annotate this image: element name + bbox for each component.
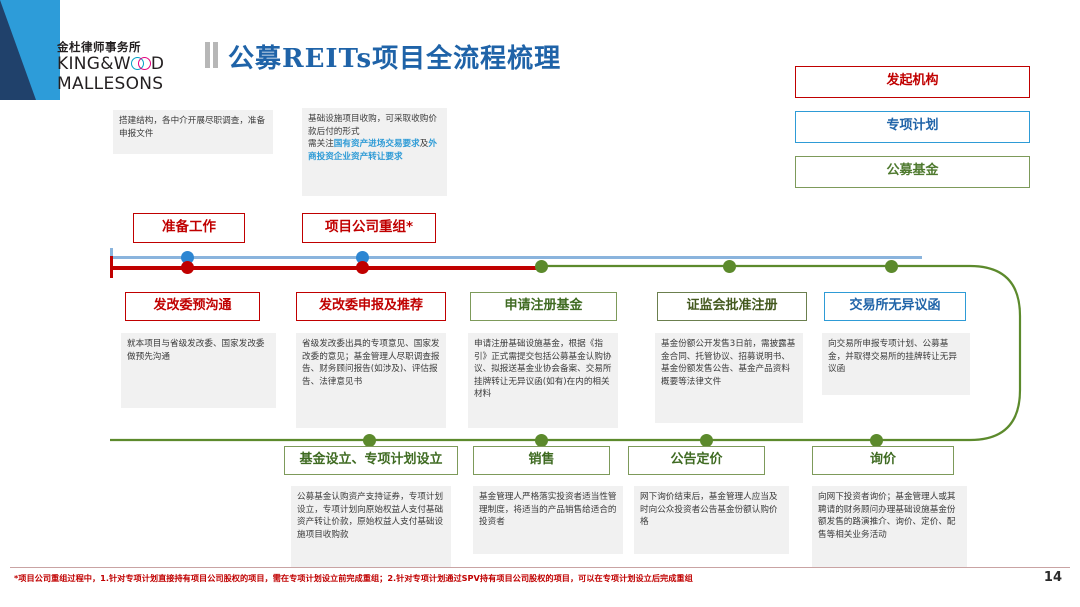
timeline-green-path	[110, 264, 1022, 442]
top-note-line1: 基础设施项目收购，可采取收购价款后付的形式	[308, 114, 437, 137]
top-note-highlight-1: 国有资产进场交易要	[333, 139, 412, 149]
bottom-stage-fund-and-plan-establishment[interactable]: 基金设立、专项计划设立	[284, 446, 458, 475]
bottom-stage-desc-price-announcement: 网下询价结束后，基金管理人应当及时向公众投资者公告基金份额认购价格	[634, 486, 789, 554]
bottom-stage-desc-fund-and-plan-establishment: 公募基金认购资产支持证券，专项计划设立，专项计划向原始权益人支付基础资产转让价款…	[291, 486, 451, 568]
timeline-dot-green-7	[870, 434, 883, 447]
stage-desc-ndrc-filing-recommendation: 省级发改委出具的专项意见、国家发改委的意见；基金管理人尽职调查报告、财务顾问报告…	[296, 333, 446, 428]
milestone-project-restructuring[interactable]: 项目公司重组*	[302, 213, 436, 243]
brand-oo-mark	[130, 54, 151, 74]
stage-csrc-approval[interactable]: 证监会批准注册	[657, 292, 807, 321]
timeline-dot-blue-1	[181, 251, 194, 264]
top-note-highlight-2: 外商投资企业资产转让要求	[308, 139, 437, 162]
timeline-red-start-cap	[110, 256, 113, 278]
timeline-dot-green-2	[723, 260, 736, 273]
stage-ndrc-pre-communication[interactable]: 发改委预沟通	[125, 292, 260, 321]
brand-name-en-line2: MALLESONS	[57, 74, 164, 94]
top-note-line2-mid: 及	[419, 139, 429, 149]
timeline-dot-green-4	[363, 434, 376, 447]
brand-name-en-line1: KING&W D	[57, 54, 187, 74]
timeline-dot-green-6	[700, 434, 713, 447]
timeline-dot-blue-2	[356, 251, 369, 264]
legend-item-abs-plan[interactable]: 专项计划	[795, 111, 1030, 143]
timeline-dot-green-5	[535, 434, 548, 447]
brand-logo: 金杜律师事务所 KING&W D MALLESONS	[57, 40, 187, 94]
top-note-preparation: 搭建结构，各中介开展尽职调查，准备申报文件	[113, 110, 273, 154]
stage-desc-ndrc-pre-communication: 就本项目与省级发改委、国家发改委做预先沟通	[121, 333, 276, 408]
footer-divider	[10, 567, 1070, 569]
corner-decoration	[0, 0, 60, 100]
footnote: *项目公司重组过程中，1.针对专项计划直接持有项目公司股权的项目，需在专项计划设…	[14, 573, 693, 583]
bottom-stage-bookbuilding[interactable]: 询价	[812, 446, 954, 475]
top-note-line2-pre: 需关注	[308, 139, 334, 149]
stage-exchange-no-objection-letter[interactable]: 交易所无异议函	[824, 292, 966, 321]
top-note-highlight-1b: 求	[411, 139, 420, 149]
page-number: 14	[1043, 570, 1062, 585]
stage-fund-registration-application[interactable]: 申请注册基金	[470, 292, 617, 321]
legend-item-public-fund[interactable]: 公募基金	[795, 156, 1030, 188]
milestone-preparation[interactable]: 准备工作	[133, 213, 245, 243]
timeline-dot-red-1	[181, 261, 194, 274]
brand-name-cn: 金杜律师事务所	[57, 40, 141, 54]
brand-en-tail: D	[150, 54, 165, 74]
stage-desc-fund-registration-application: 申请注册基础设施基金，根据《指引》正式需提交包括公募基金认购协议、拟报送基金业协…	[468, 333, 618, 428]
bottom-stage-sales[interactable]: 销售	[473, 446, 610, 475]
stage-desc-csrc-approval: 基金份额公开发售3日前，需披露基金合同、托管协议、招募说明书、基金份额发售公告、…	[655, 333, 803, 423]
bottom-stage-price-announcement[interactable]: 公告定价	[628, 446, 765, 475]
top-note-acquisition: 基础设施项目收购，可采取收购价款后付的形式 需关注国有资产进场交易要求及外商投资…	[302, 108, 447, 196]
timeline-dot-green-3	[885, 260, 898, 273]
bottom-stage-desc-bookbuilding: 向网下投资者询价；基金管理人或其聘请的财务顾问办理基础设施基金份额发售的路演推介…	[812, 486, 967, 568]
title-accent-bars	[205, 42, 218, 68]
timeline-line-red	[112, 266, 542, 270]
legend-item-sponsor[interactable]: 发起机构	[795, 66, 1030, 98]
legend: 发起机构 专项计划 公募基金	[795, 66, 1030, 201]
stage-desc-exchange-no-objection-letter: 向交易所申报专项计划、公募基金，并取得交易所的挂牌转让无异议函	[822, 333, 970, 395]
brand-en-text: KING&W	[57, 54, 131, 74]
timeline-line-blue	[112, 256, 922, 259]
timeline-dot-green-1	[535, 260, 548, 273]
stage-ndrc-filing-recommendation[interactable]: 发改委申报及推荐	[296, 292, 446, 321]
bottom-stage-desc-sales: 基金管理人严格落实投资者适当性管理制度，将适当的产品销售给适合的投资者	[473, 486, 623, 554]
page-title: 公募REITs项目全流程梳理	[228, 44, 562, 74]
timeline-dot-red-2	[356, 261, 369, 274]
